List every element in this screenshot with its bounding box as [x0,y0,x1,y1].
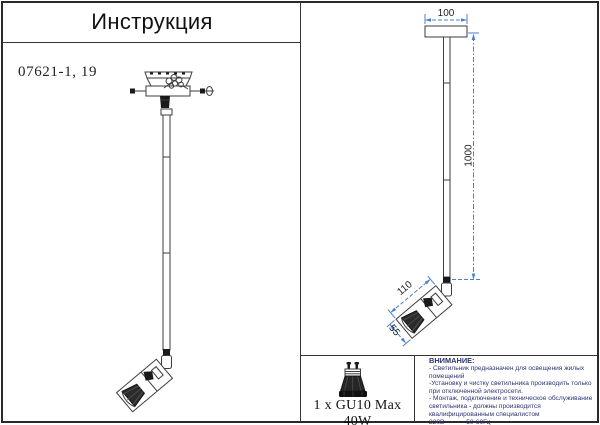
warning-voltage: 220В [429,418,445,425]
panel-divider-line [300,3,302,421]
warning-block: ВНИМАНИЕ: - Светильник предназначен для … [429,357,593,425]
warning-line: при отключенной электросети. [429,387,523,395]
warning-line: -Установку и чистку светильника производ… [429,380,592,388]
title-underline [3,42,301,44]
warning-line: квалифицированным специалистом [429,410,540,418]
warning-line: светильника - должны производится [429,402,541,410]
lamp-spec-label: 1 x GU10 Max 40W [313,398,402,425]
dim-label-drop-length: 1000 [463,144,475,167]
warning-frequency: 50-60Гц [466,418,491,425]
warning-line: - Монтаж, подключение и техническое обсл… [429,395,593,403]
spec-warning-divider-line [414,355,416,421]
warning-line: помещений [429,372,465,380]
warning-title: ВНИМАНИЕ: [429,356,475,365]
bottom-row-line [301,355,597,357]
dim-label-canopy-width: 100 [437,8,455,19]
model-number: 07621-1, 19 [18,64,98,80]
page-title: Инструкция [91,9,213,34]
warning-line: - Светильник предназначен для освещения … [429,365,585,372]
